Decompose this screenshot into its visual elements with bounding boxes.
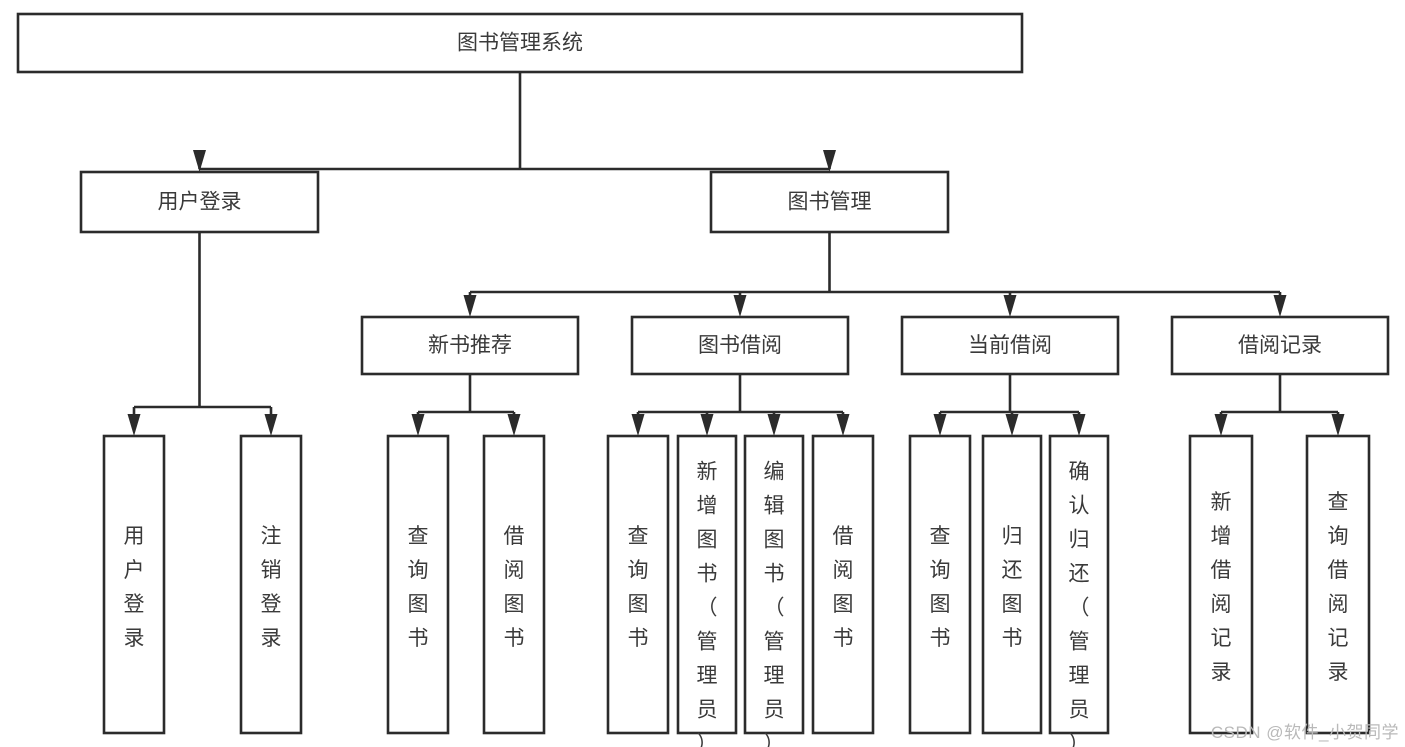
node-label: 借阅图书 <box>504 525 525 650</box>
node-label: 查询图书 <box>930 525 951 650</box>
node-box <box>676 434 738 735</box>
arrow-head-icon <box>193 150 206 172</box>
node-bookmgmt[interactable]: 图书管理 <box>709 170 950 234</box>
node-label: 借阅记录 <box>1238 334 1322 357</box>
arrow-head-icon <box>700 414 714 436</box>
node-box <box>239 434 303 735</box>
node-l-login[interactable]: 用户登录 <box>102 434 166 735</box>
node-label: 归还图书 <box>1002 525 1023 650</box>
node-c-query[interactable]: 查询图书 <box>908 434 972 735</box>
node-box <box>1305 434 1371 735</box>
arrow-head-icon <box>767 414 781 436</box>
node-box <box>79 170 320 234</box>
node-label: 查询图书 <box>628 525 649 650</box>
node-root[interactable]: 图书管理系统 <box>16 12 1024 74</box>
arrow-head-icon <box>1214 414 1228 436</box>
arrow-head-icon <box>933 414 947 436</box>
node-newbook[interactable]: 新书推荐 <box>360 315 580 376</box>
arrow-head-icon <box>1003 295 1017 317</box>
arrow-head-icon <box>127 414 141 436</box>
node-label: 用户登录 <box>124 525 145 650</box>
node-c-confirm[interactable]: 确认归还（管理员） <box>1048 434 1110 747</box>
node-box <box>709 170 950 234</box>
node-label: 查询借阅记录 <box>1328 491 1349 684</box>
node-box <box>630 315 850 376</box>
arrow-head-icon <box>507 414 521 436</box>
node-label: 确认归还（管理员） <box>1069 461 1090 747</box>
node-r-query[interactable]: 查询借阅记录 <box>1305 434 1371 735</box>
node-label: 图书借阅 <box>698 334 782 357</box>
node-login[interactable]: 用户登录 <box>79 170 320 234</box>
node-label: 新增借阅记录 <box>1211 491 1232 684</box>
node-label: 新书推荐 <box>428 334 512 357</box>
arrow-head-icon <box>1331 414 1345 436</box>
connector-layer <box>127 72 1345 436</box>
node-box <box>1170 315 1390 376</box>
node-b-borrow[interactable]: 借阅图书 <box>811 434 875 735</box>
node-current[interactable]: 当前借阅 <box>900 315 1120 376</box>
node-l-logout[interactable]: 注销登录 <box>239 434 303 735</box>
arrow-head-icon <box>411 414 425 436</box>
node-box <box>743 434 805 735</box>
node-label: 编辑图书（管理员） <box>764 461 785 747</box>
node-b-add[interactable]: 新增图书（管理员） <box>676 434 738 747</box>
node-box <box>981 434 1043 735</box>
node-label: 图书管理系统 <box>457 32 583 55</box>
node-b-query[interactable]: 查询图书 <box>606 434 670 735</box>
node-box <box>900 315 1120 376</box>
node-box <box>606 434 670 735</box>
watermark-text: CSDN @软件_小贺同学 <box>1210 723 1399 742</box>
arrow-head-icon <box>836 414 850 436</box>
node-borrow[interactable]: 图书借阅 <box>630 315 850 376</box>
node-label: 图书管理 <box>788 191 872 214</box>
node-label: 注销登录 <box>261 525 282 650</box>
node-box <box>386 434 450 735</box>
node-layer: 图书管理系统用户登录图书管理新书推荐图书借阅当前借阅借阅记录用户登录注销登录查询… <box>16 12 1390 747</box>
node-n-borrow[interactable]: 借阅图书 <box>482 434 546 735</box>
node-box <box>811 434 875 735</box>
node-label: 用户登录 <box>158 191 242 214</box>
arrow-head-icon <box>1072 414 1086 436</box>
arrow-head-icon <box>823 150 836 172</box>
node-n-query[interactable]: 查询图书 <box>386 434 450 735</box>
node-label: 查询图书 <box>408 525 429 650</box>
node-box <box>482 434 546 735</box>
arrow-head-icon <box>1005 414 1019 436</box>
arrow-head-icon <box>264 414 278 436</box>
node-box <box>16 12 1024 74</box>
node-box <box>360 315 580 376</box>
node-box <box>908 434 972 735</box>
node-box <box>1048 434 1110 735</box>
arrow-head-icon <box>463 295 477 317</box>
node-box <box>102 434 166 735</box>
node-label: 新增图书（管理员） <box>697 461 718 747</box>
node-label: 借阅图书 <box>833 525 854 650</box>
arrow-head-icon <box>631 414 645 436</box>
node-label: 当前借阅 <box>968 334 1052 357</box>
node-b-edit[interactable]: 编辑图书（管理员） <box>743 434 805 747</box>
arrow-head-icon <box>733 295 747 317</box>
node-box <box>1188 434 1254 735</box>
node-r-add[interactable]: 新增借阅记录 <box>1188 434 1254 735</box>
arrow-head-icon <box>1273 295 1287 317</box>
node-c-return[interactable]: 归还图书 <box>981 434 1043 735</box>
node-records[interactable]: 借阅记录 <box>1170 315 1390 376</box>
